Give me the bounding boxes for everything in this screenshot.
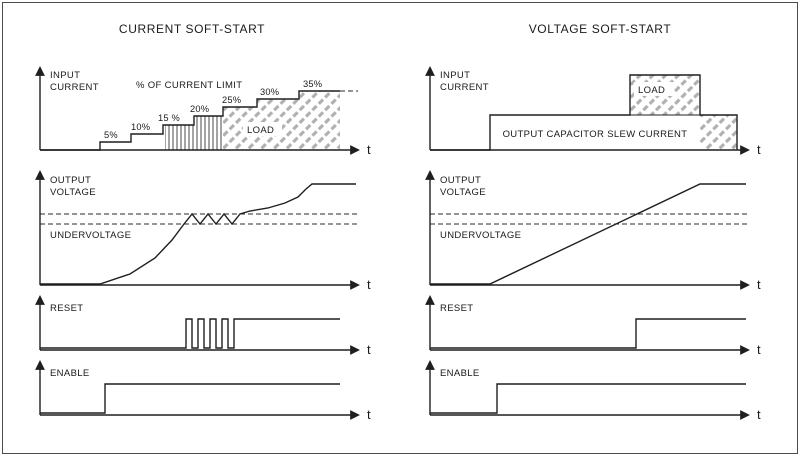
load-label-background <box>634 82 674 96</box>
input-current-label-line2: CURRENT <box>50 82 99 93</box>
output-voltage-label-line1: OUTPUT <box>50 175 91 186</box>
step-label-30: 30% <box>260 87 279 97</box>
right-enable-panel: ENABLE t <box>425 360 761 422</box>
step-label-10: 10% <box>131 122 150 132</box>
output-voltage-waveform <box>40 183 356 285</box>
right-reset-panel: RESET t <box>425 295 761 357</box>
switching-hatch-region-20 <box>194 116 223 150</box>
reset-waveform <box>430 318 746 349</box>
right-column-title: VOLTAGE SOFT-START <box>529 22 672 36</box>
time-axis-label: t <box>757 142 761 157</box>
output-voltage-ramp-waveform <box>430 183 746 285</box>
enable-waveform <box>40 383 340 414</box>
undervoltage-label: UNDERVOLTAGE <box>440 230 521 241</box>
time-axis-label: t <box>367 342 371 357</box>
reset-label: RESET <box>50 303 83 314</box>
time-axis-label: t <box>757 342 761 357</box>
output-voltage-label-line2: VOLTAGE <box>50 187 96 198</box>
left-output-voltage-panel: OUTPUT VOLTAGE UNDERVOLTAGE t <box>35 170 371 292</box>
output-voltage-label-line2: VOLTAGE <box>440 187 486 198</box>
load-label-background <box>243 122 282 136</box>
right-input-current-panel: INPUT CURRENT OUTPUT CAPACITOR SLEW CURR… <box>425 66 761 157</box>
step-label-25: 25% <box>222 95 241 105</box>
slew-current-label: OUTPUT CAPACITOR SLEW CURRENT <box>503 129 688 140</box>
undervoltage-label: UNDERVOLTAGE <box>50 230 131 241</box>
load-tail-hatch-region <box>700 115 737 150</box>
enable-label: ENABLE <box>440 368 480 379</box>
left-enable-panel: ENABLE t <box>35 360 371 422</box>
percent-of-current-limit-annotation: % OF CURRENT LIMIT <box>136 80 242 91</box>
time-axis-label: t <box>367 407 371 422</box>
input-current-staircase-waveform <box>40 90 340 151</box>
time-axis-label: t <box>757 407 761 422</box>
time-axis-label: t <box>757 277 761 292</box>
input-current-label-line1: INPUT <box>50 70 80 81</box>
switching-hatch-region-15 <box>165 125 194 150</box>
time-axis-label: t <box>367 142 371 157</box>
load-hatch-region-35 <box>299 91 340 150</box>
left-column: CURRENT SOFT-START INPUT CURRENT % OF CU… <box>35 22 371 422</box>
left-reset-panel: RESET t <box>35 295 371 357</box>
right-output-voltage-panel: OUTPUT VOLTAGE UNDERVOLTAGE t <box>425 170 761 292</box>
load-label: LOAD <box>638 85 665 96</box>
output-voltage-label-line1: OUTPUT <box>440 175 481 186</box>
enable-label: ENABLE <box>50 368 90 379</box>
step-label-20: 20% <box>190 104 209 114</box>
input-current-label-line2: CURRENT <box>440 82 489 93</box>
reset-label: RESET <box>440 303 473 314</box>
enable-waveform <box>430 383 746 414</box>
input-current-waveform <box>430 74 738 151</box>
time-axis-label: t <box>367 277 371 292</box>
step-label-5: 5% <box>104 130 118 140</box>
input-current-label-line1: INPUT <box>440 70 470 81</box>
step-label-15: 15 % <box>158 113 180 123</box>
load-label: LOAD <box>247 125 274 136</box>
right-column: VOLTAGE SOFT-START INPUT CURRENT OUTPUT … <box>425 22 761 422</box>
left-column-title: CURRENT SOFT-START <box>119 22 265 36</box>
left-input-current-panel: INPUT CURRENT % OF CURRENT LIMIT 5% 10% … <box>35 66 371 157</box>
step-label-35: 35% <box>303 79 322 89</box>
reset-waveform <box>40 318 340 349</box>
